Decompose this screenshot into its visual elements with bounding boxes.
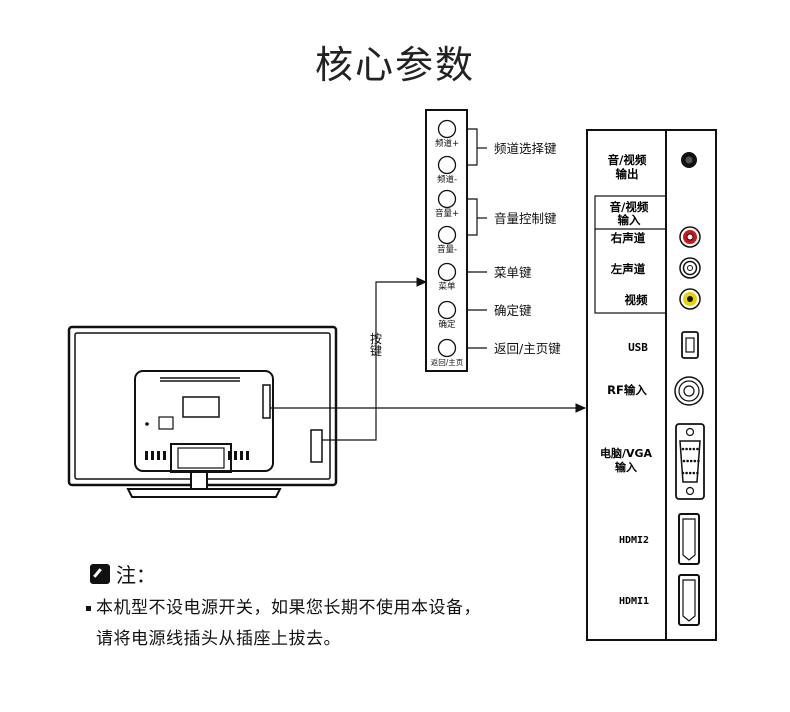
callout-back-home: 返回/主页键 <box>494 341 561 356</box>
vga-pin <box>692 471 696 475</box>
vga-pin <box>697 459 700 463</box>
video-jack-icon <box>679 288 701 310</box>
callout-menu: 菜单键 <box>494 265 532 280</box>
vga-port-icon <box>675 423 705 500</box>
keypad-button <box>437 262 457 282</box>
callout-volume: 音量控制键 <box>494 211 557 226</box>
page-title: 核心参数 <box>314 43 475 87</box>
vga-pin <box>688 447 692 451</box>
keypad-button <box>437 155 457 175</box>
keypad-button-label: 返回/主页 <box>431 357 464 367</box>
keypad-button-label: 音量- <box>437 244 457 255</box>
keypad-button-label: 频道+ <box>435 138 459 149</box>
note-line-1: 本机型不设电源开关，如果您长期不使用本设备， <box>86 593 481 618</box>
keypad-button-label: 频道- <box>437 174 457 185</box>
keypad-callout-lines <box>467 128 487 349</box>
left-audio-jack-icon <box>679 257 701 279</box>
callout-ok: 确定键 <box>494 303 532 318</box>
connector-panel: 音/视频 输出 音/视频 输入 右声道 左声道 视频 USB RF输入 电脑/V… <box>586 129 717 641</box>
vga-pin <box>692 447 696 451</box>
label-usb: USB <box>628 341 648 354</box>
keypad-button <box>437 338 457 358</box>
label-rf: RF输入 <box>607 383 647 397</box>
label-av-out-1: 音/视频 <box>608 153 647 167</box>
vga-pin <box>681 471 685 475</box>
note-heading-text: 注： <box>116 563 156 587</box>
vga-pin <box>685 471 688 475</box>
side-label-jian: 键 <box>370 344 382 358</box>
vga-pin <box>682 459 686 463</box>
keypad-button-label: 确定 <box>438 319 456 330</box>
connector-lines <box>270 277 587 441</box>
vga-pin <box>696 447 699 451</box>
vga-pin <box>688 471 692 475</box>
label-av-in-2: 输入 <box>618 213 641 227</box>
label-av-out-2: 输出 <box>616 167 639 181</box>
callout-channel: 频道选择键 <box>494 141 557 156</box>
label-vga-2: 输入 <box>615 460 637 474</box>
vga-pin <box>693 459 697 463</box>
rf-port-icon <box>674 376 704 406</box>
vga-pin <box>686 459 689 463</box>
keypad-button <box>437 189 457 209</box>
label-vga-1: 电脑/VGA <box>600 446 653 460</box>
note-line-1-text: 本机型不设电源开关，如果您长期不使用本设备， <box>96 598 481 618</box>
usb-port-icon <box>681 331 699 359</box>
vga-pin <box>685 447 688 451</box>
keypad-button <box>437 300 457 320</box>
vga-pin <box>681 447 685 451</box>
hdmi2-port-icon <box>678 513 700 565</box>
vga-pin <box>696 471 699 475</box>
keypad-button-label: 音量+ <box>435 208 459 219</box>
label-left-channel: 左声道 <box>610 262 646 276</box>
tv-back-illustration <box>67 325 338 498</box>
label-av-in-1: 音/视频 <box>610 200 649 214</box>
av-out-jack-icon <box>681 152 697 168</box>
keypad-button <box>437 225 457 245</box>
note-heading: 注： <box>90 559 156 588</box>
vga-pin <box>689 459 693 463</box>
edit-note-icon <box>90 563 110 584</box>
label-video: 视频 <box>625 293 648 307</box>
right-audio-jack-icon <box>679 226 701 248</box>
label-right-channel: 右声道 <box>610 231 646 245</box>
hdmi1-port-icon <box>678 574 700 626</box>
keypad-button <box>437 119 457 139</box>
label-hdmi2: HDMI2 <box>619 535 649 546</box>
side-label-an: 按 <box>370 332 382 346</box>
label-hdmi1: HDMI1 <box>619 596 649 607</box>
bullet-icon <box>86 605 91 611</box>
note-line-2: 请将电源线插头从插座上拔去。 <box>96 629 341 649</box>
keypad-button-label: 菜单 <box>438 281 456 292</box>
